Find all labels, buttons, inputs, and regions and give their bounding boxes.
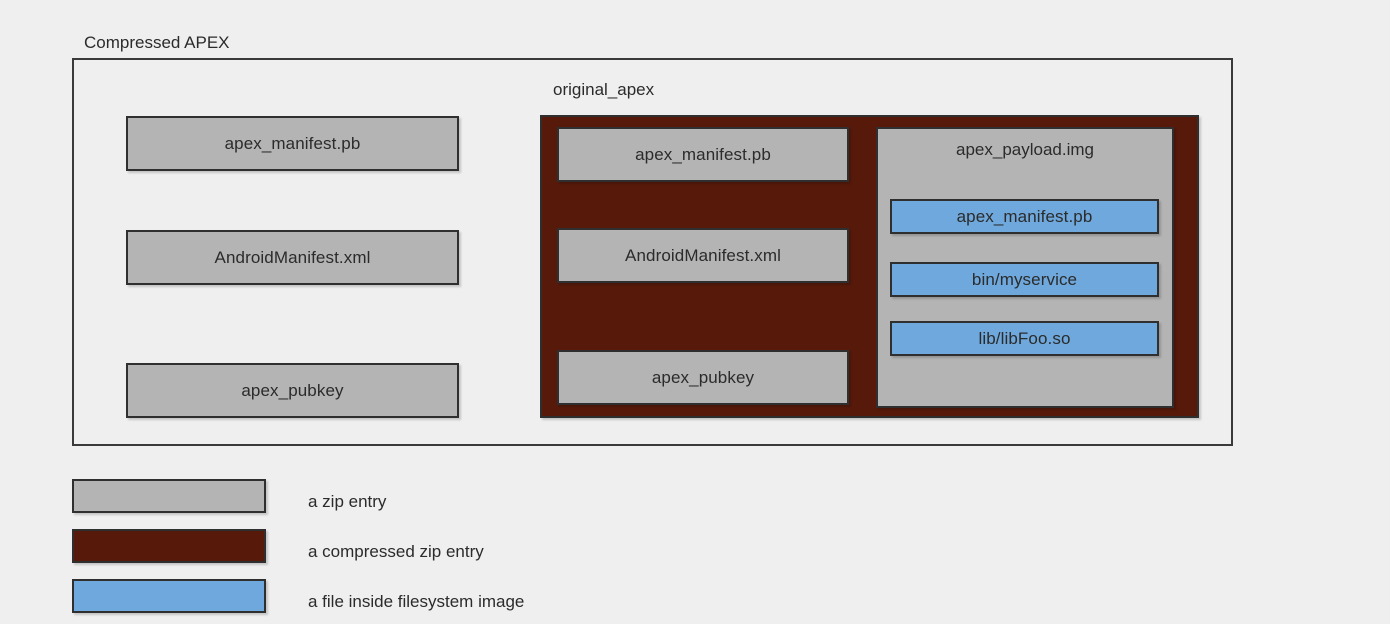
filesystem-file-box[interactable]: bin/myservice bbox=[890, 262, 1159, 297]
zip-entry-label: apex_pubkey bbox=[651, 368, 755, 387]
zip-entry-box[interactable]: apex_manifest.pb bbox=[557, 127, 849, 182]
legend-label-filesystem-file: a file inside filesystem image bbox=[308, 592, 525, 611]
apex-payload-label: apex_payload.img bbox=[956, 140, 1094, 159]
compressed-apex-title: Compressed APEX bbox=[84, 33, 230, 52]
legend-swatch-compressed-zip-entry bbox=[72, 529, 266, 563]
legend-label-compressed-zip-entry: a compressed zip entry bbox=[308, 542, 484, 561]
zip-entry-label: AndroidManifest.xml bbox=[214, 248, 371, 267]
legend-swatch-filesystem-file bbox=[72, 579, 266, 613]
filesystem-file-label: apex_manifest.pb bbox=[956, 207, 1093, 226]
zip-entry-label: apex_pubkey bbox=[241, 381, 344, 400]
zip-entry-box[interactable]: apex_manifest.pb bbox=[126, 116, 459, 171]
zip-entry-box[interactable]: AndroidManifest.xml bbox=[557, 228, 849, 283]
zip-entry-box[interactable]: apex_pubkey bbox=[126, 363, 459, 418]
original-apex-title: original_apex bbox=[553, 80, 655, 99]
filesystem-file-box[interactable]: lib/libFoo.so bbox=[890, 321, 1159, 356]
legend-swatch-zip-entry bbox=[72, 479, 266, 513]
zip-entry-label: AndroidManifest.xml bbox=[625, 246, 781, 265]
legend-label-zip-entry: a zip entry bbox=[308, 492, 387, 511]
zip-entry-label: apex_manifest.pb bbox=[224, 134, 361, 153]
filesystem-file-box[interactable]: apex_manifest.pb bbox=[890, 199, 1159, 234]
zip-entry-box[interactable]: AndroidManifest.xml bbox=[126, 230, 459, 285]
zip-entry-box[interactable]: apex_pubkey bbox=[557, 350, 849, 405]
zip-entry-label: apex_manifest.pb bbox=[635, 145, 771, 164]
filesystem-file-label: lib/libFoo.so bbox=[978, 329, 1071, 348]
filesystem-file-label: bin/myservice bbox=[971, 270, 1078, 289]
